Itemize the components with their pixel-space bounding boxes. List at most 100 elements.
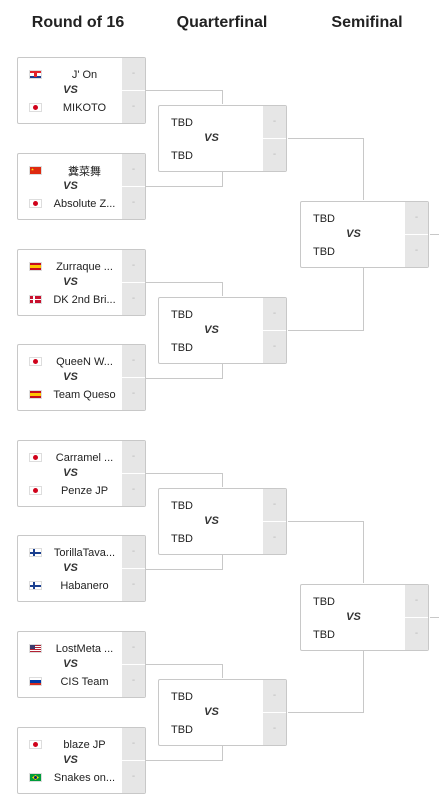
team-name: TBD	[171, 341, 193, 354]
score-bottom: -	[122, 569, 145, 601]
japan-flag-icon	[29, 199, 42, 208]
vs-label: VS	[63, 371, 78, 383]
team-name: Snakes on...	[53, 771, 116, 784]
score-top: -	[122, 728, 145, 760]
score-top: -	[263, 106, 286, 138]
vs-label: VS	[346, 228, 361, 240]
spain-flag-icon	[29, 262, 42, 271]
team-slot-top[interactable]: Carramel ...	[18, 441, 123, 474]
qf-match-4[interactable]: TBD VS TBD - -	[158, 679, 287, 746]
score-bottom: -	[122, 187, 145, 219]
r16-match-4[interactable]: QueeN W... VS Team Queso - -	[17, 344, 146, 411]
team-name: TBD	[171, 690, 193, 703]
usa-flag-icon	[29, 644, 42, 653]
vs-label: VS	[63, 562, 78, 574]
round-title-quarterfinal: Quarterfinal	[176, 14, 268, 31]
r16-match-8[interactable]: blaze JP VS Snakes on... - -	[17, 727, 146, 794]
team-name: CIS Team	[60, 675, 109, 688]
team-name: blaze JP	[63, 738, 106, 751]
score-top: -	[122, 250, 145, 282]
team-slot-bottom[interactable]: Snakes on...	[18, 761, 123, 794]
team-name: J' On	[71, 68, 98, 81]
team-slot-bottom[interactable]: TBD	[301, 618, 406, 651]
team-slot-bottom[interactable]: MIKOTO	[18, 91, 123, 124]
score-top: -	[122, 632, 145, 664]
vs-label: VS	[204, 515, 219, 527]
team-name: TBD	[313, 245, 335, 258]
team-slot-top[interactable]: QueeN W...	[18, 345, 123, 378]
team-name: Zurraque ...	[56, 260, 113, 273]
japan-flag-icon	[29, 740, 42, 749]
team-name: Habanero	[60, 579, 109, 592]
team-slot-bottom[interactable]: TBD	[301, 235, 406, 268]
team-slot-bottom[interactable]: Absolute Z...	[18, 187, 123, 220]
japan-flag-icon	[29, 357, 42, 366]
r16-match-3[interactable]: Zurraque ... VS DK 2nd Bri... - -	[17, 249, 146, 316]
vs-label: VS	[63, 180, 78, 192]
china-flag-icon	[29, 166, 42, 175]
croatia-flag-icon	[29, 70, 42, 79]
vs-label: VS	[63, 84, 78, 96]
team-name: 糞菜舞	[68, 165, 101, 178]
score-bottom: -	[122, 665, 145, 697]
r16-match-7[interactable]: LostMeta ... VS CIS Team - -	[17, 631, 146, 698]
team-slot-top[interactable]: 糞菜舞	[18, 154, 123, 187]
score-top: -	[263, 298, 286, 330]
team-name: Team Queso	[53, 388, 116, 401]
team-slot-top[interactable]: TorillaTava...	[18, 536, 123, 569]
score-bottom: -	[122, 283, 145, 315]
team-slot-top[interactable]: blaze JP	[18, 728, 123, 761]
r16-match-5[interactable]: Carramel ... VS Penze JP - -	[17, 440, 146, 507]
round-title-semifinal: Semifinal	[331, 14, 403, 31]
team-slot-bottom[interactable]: Habanero	[18, 569, 123, 602]
team-slot-bottom[interactable]: Penze JP	[18, 474, 123, 507]
team-name: Penze JP	[60, 484, 109, 497]
score-bottom: -	[263, 331, 286, 363]
vs-label: VS	[346, 611, 361, 623]
score-bottom: -	[122, 474, 145, 506]
score-top: -	[122, 345, 145, 377]
team-slot-bottom[interactable]: DK 2nd Bri...	[18, 283, 123, 316]
brazil-flag-icon	[29, 773, 42, 782]
r16-match-2[interactable]: 糞菜舞 VS Absolute Z... - -	[17, 153, 146, 220]
team-name: Carramel ...	[55, 451, 114, 464]
team-name: Absolute Z...	[53, 197, 116, 210]
team-name: TBD	[171, 723, 193, 736]
vs-label: VS	[63, 658, 78, 670]
team-slot-top[interactable]: Zurraque ...	[18, 250, 123, 283]
qf-match-1[interactable]: TBD VS TBD - -	[158, 105, 287, 172]
score-bottom: -	[263, 713, 286, 745]
vs-label: VS	[204, 706, 219, 718]
team-name: TBD	[171, 499, 193, 512]
team-slot-bottom[interactable]: TBD	[159, 139, 264, 172]
score-bottom: -	[122, 761, 145, 793]
r16-match-1[interactable]: J' On VS MIKOTO - -	[17, 57, 146, 124]
qf-match-3[interactable]: TBD VS TBD - -	[158, 488, 287, 555]
sf-match-1[interactable]: TBD VS TBD - -	[300, 201, 429, 268]
vs-label: VS	[204, 132, 219, 144]
score-top: -	[122, 441, 145, 473]
team-slot-top[interactable]: J' On	[18, 58, 123, 91]
team-name: TBD	[313, 595, 335, 608]
score-bottom: -	[122, 91, 145, 123]
team-slot-bottom[interactable]: TBD	[159, 713, 264, 746]
score-top: -	[122, 58, 145, 90]
qf-match-2[interactable]: TBD VS TBD - -	[158, 297, 287, 364]
team-slot-bottom[interactable]: CIS Team	[18, 665, 123, 698]
team-name: TBD	[171, 149, 193, 162]
vs-label: VS	[63, 754, 78, 766]
team-slot-bottom[interactable]: Team Queso	[18, 378, 123, 411]
round-title-r16: Round of 16	[31, 14, 125, 31]
score-bottom: -	[405, 618, 428, 650]
team-slot-bottom[interactable]: TBD	[159, 522, 264, 555]
team-name: LostMeta ...	[55, 642, 114, 655]
r16-match-6[interactable]: TorillaTava... VS Habanero - -	[17, 535, 146, 602]
team-name: TBD	[171, 116, 193, 129]
score-top: -	[263, 680, 286, 712]
team-slot-top[interactable]: LostMeta ...	[18, 632, 123, 665]
vs-label: VS	[204, 324, 219, 336]
team-slot-bottom[interactable]: TBD	[159, 331, 264, 364]
score-bottom: -	[263, 522, 286, 554]
sf-match-2[interactable]: TBD VS TBD - -	[300, 584, 429, 651]
spain-flag-icon	[29, 390, 42, 399]
